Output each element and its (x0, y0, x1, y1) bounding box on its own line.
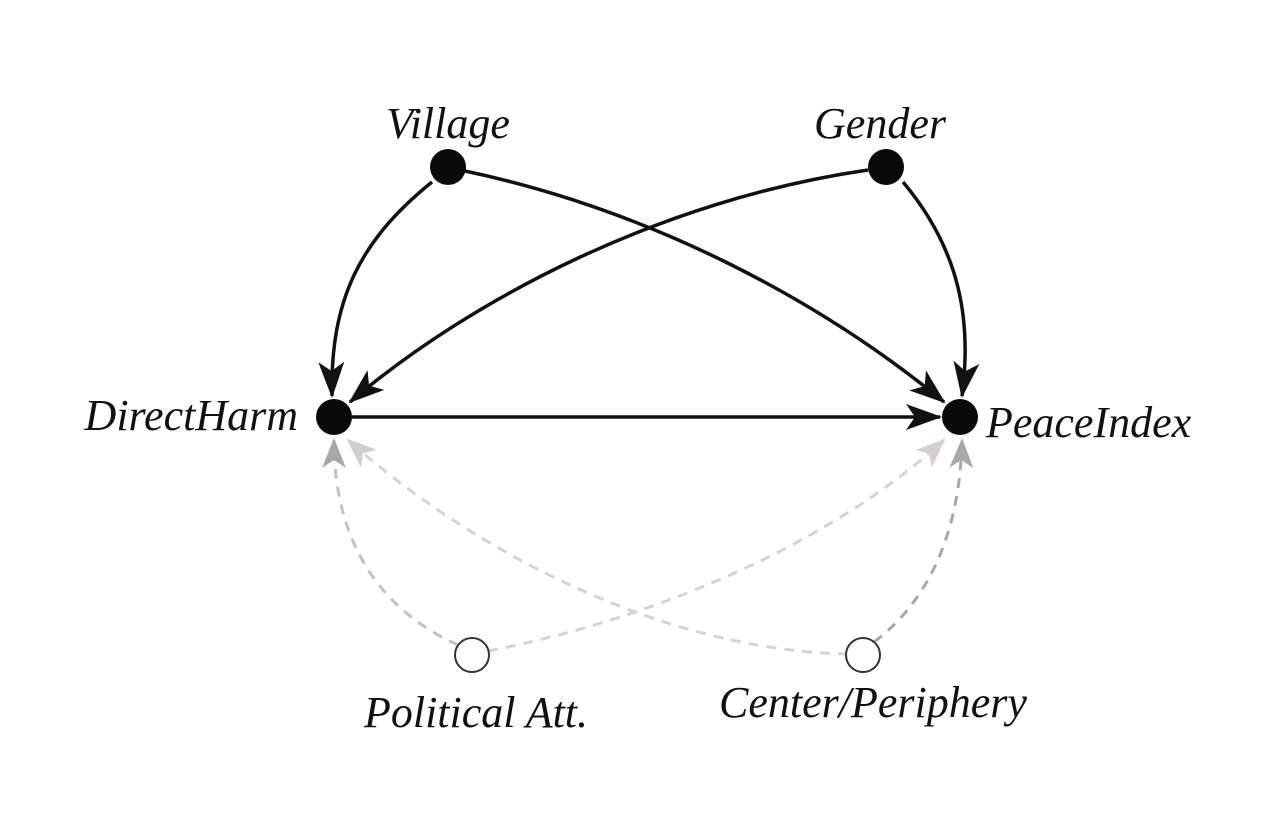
node-village (430, 149, 466, 185)
edge-gender-to-peaceindex (901, 180, 980, 398)
node-political-att (454, 637, 490, 673)
node-directharm (316, 399, 352, 435)
node-peaceindex (942, 399, 978, 435)
label-peaceindex: PeaceIndex (985, 398, 1192, 447)
edge-village-to-peaceindex (464, 169, 946, 404)
label-village: Village (386, 99, 510, 148)
label-political-att: Political Att. (363, 688, 588, 737)
label-center-periphery: Center/Periphery (719, 678, 1027, 727)
node-gender (868, 149, 904, 185)
label-directharm: DirectHarm (84, 391, 298, 440)
edge-political-to-peaceindex (487, 438, 946, 653)
label-gender: Gender (814, 99, 947, 148)
edge-village-to-directharm (318, 180, 434, 398)
edge-political-to-directharm (322, 438, 459, 647)
node-center-periphery (845, 637, 881, 673)
edge-gender-to-directharm (348, 168, 869, 404)
edge-center-to-peaceindex (873, 438, 974, 644)
edge-center-to-directharm (346, 438, 849, 656)
